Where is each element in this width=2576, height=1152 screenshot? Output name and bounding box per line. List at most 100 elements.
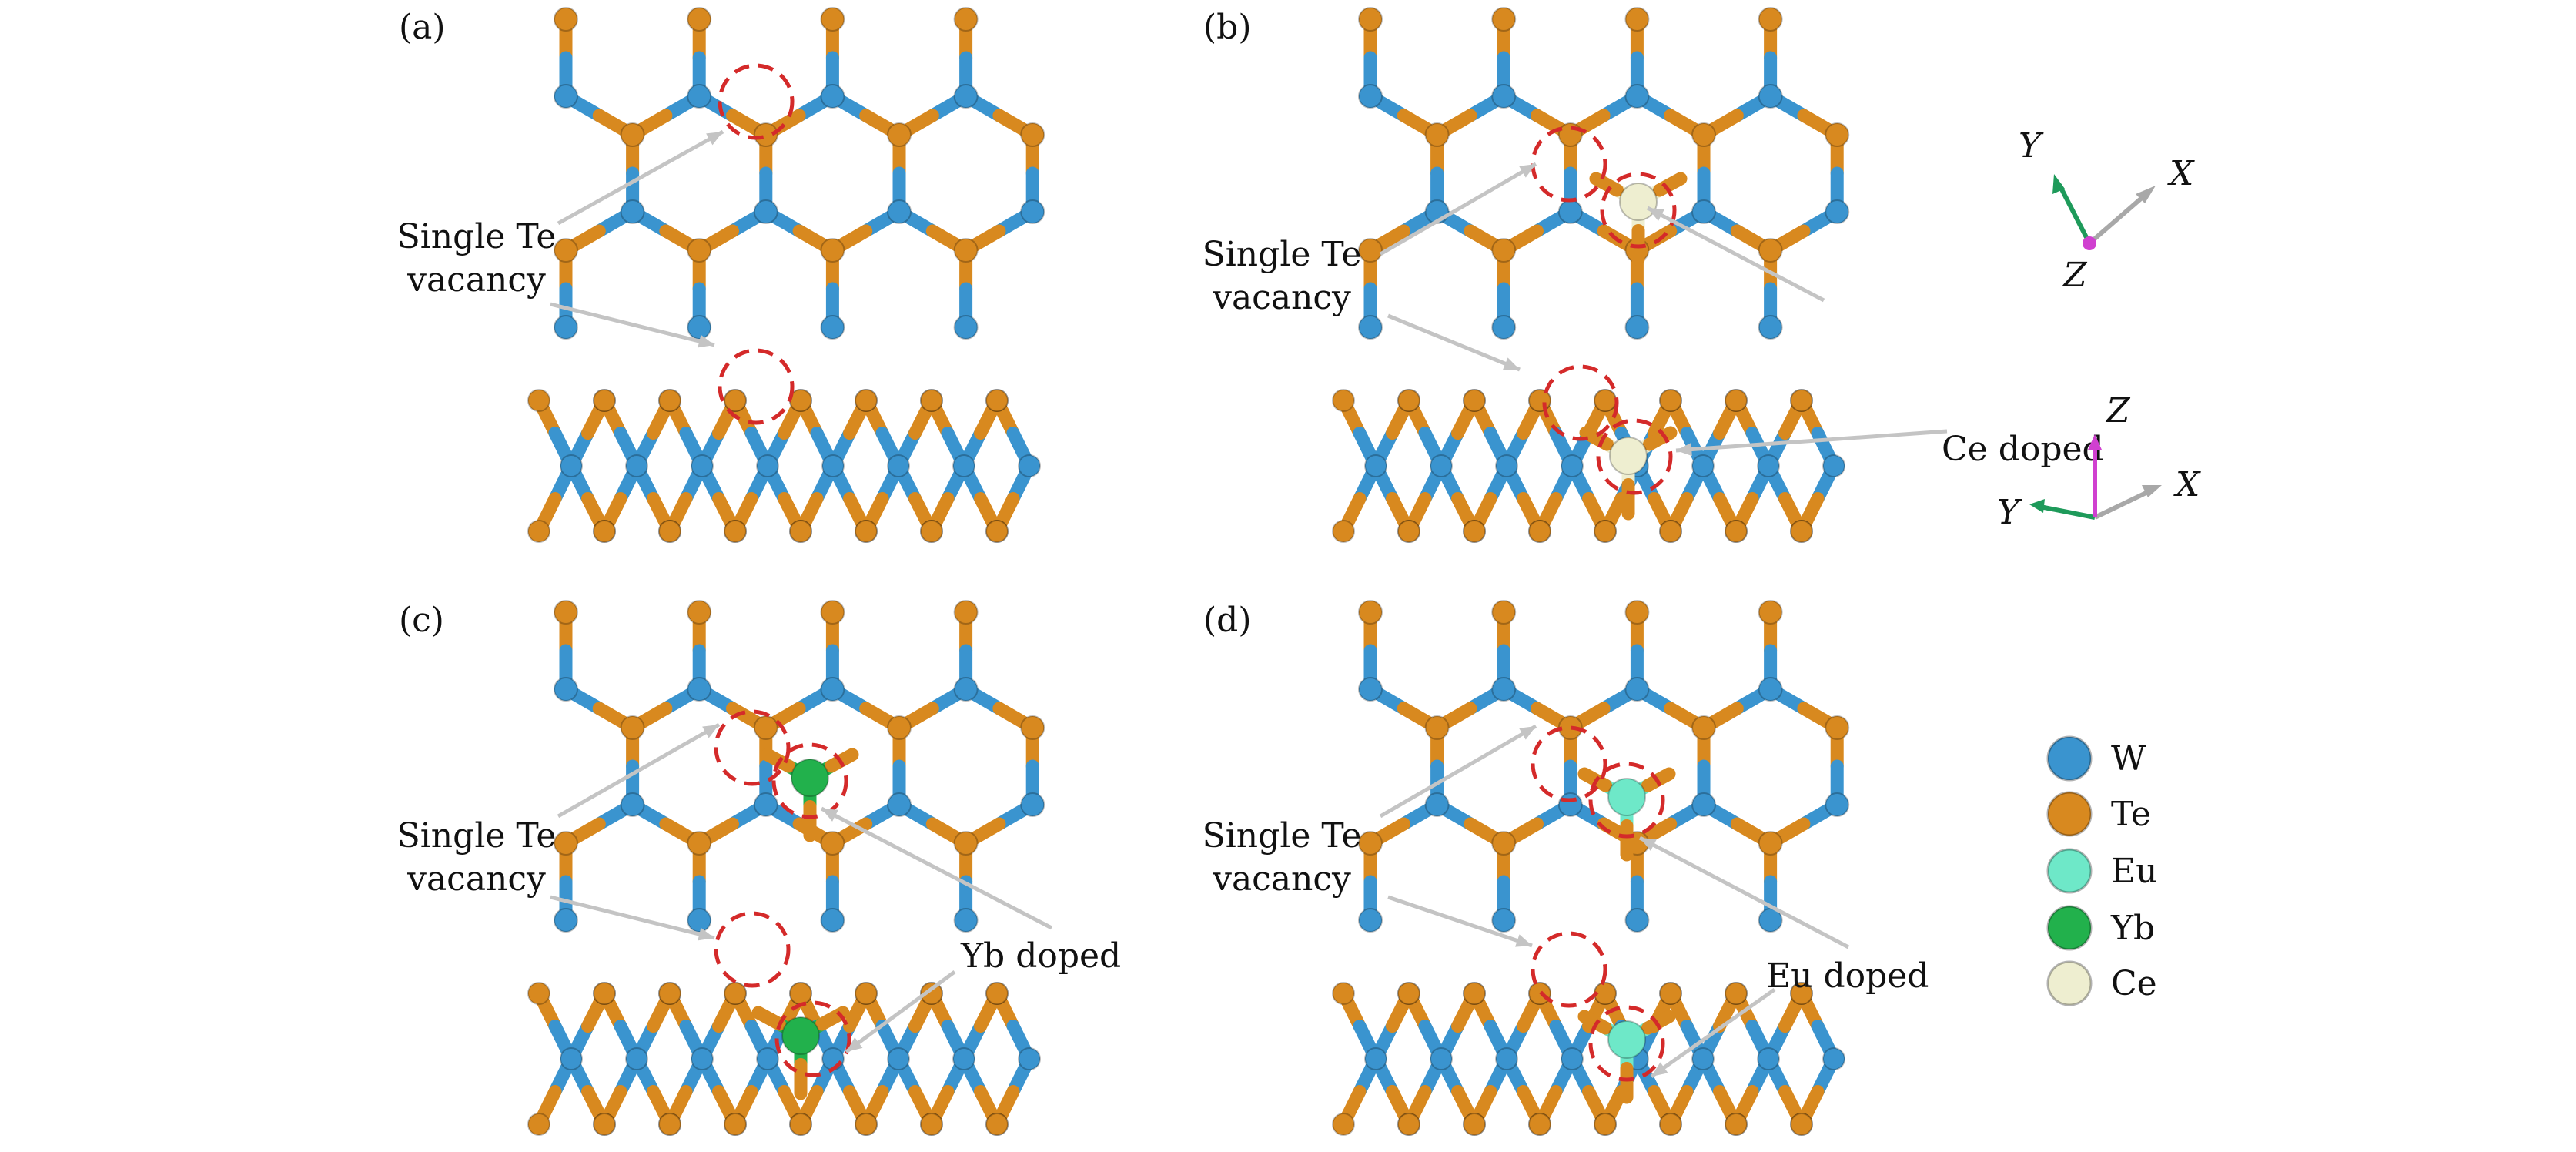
atom-w — [554, 677, 578, 702]
atom-te — [658, 520, 681, 543]
atom-w — [620, 792, 645, 817]
legend-label-w: W — [2111, 739, 2146, 779]
legend-label-ce: Ce — [2111, 964, 2157, 1003]
bond — [1641, 1010, 1676, 1035]
vacancy-marker-circle — [1588, 1005, 1665, 1082]
pointer-arrow — [550, 302, 715, 347]
atom-te — [1825, 715, 1850, 740]
atom-te — [1725, 982, 1748, 1005]
panel-label-d: (d) — [1203, 601, 1252, 640]
arrowhead-icon — [698, 334, 714, 348]
atom-w — [1758, 315, 1783, 340]
atom-te — [753, 715, 778, 740]
atom-te — [1463, 982, 1486, 1005]
atom-te — [1725, 1113, 1748, 1136]
atom-w — [1358, 677, 1383, 702]
atom-te — [658, 389, 681, 412]
atom-te — [920, 1113, 943, 1136]
y-axis-arrow — [2039, 504, 2096, 520]
atom-te — [593, 389, 616, 412]
atom-w — [691, 454, 714, 477]
atom-te — [1491, 600, 1517, 625]
atom-w — [1624, 677, 1650, 702]
atom-te — [554, 600, 578, 625]
atom-te — [1659, 389, 1682, 412]
atom-te — [1332, 520, 1355, 543]
pointer-arrow — [550, 895, 715, 940]
atom-w — [625, 1047, 648, 1070]
atom-te — [1725, 520, 1748, 543]
atom-te — [953, 7, 979, 32]
atom-te — [1528, 1113, 1551, 1136]
vacancy-marker-circle — [1596, 418, 1673, 495]
atom-te — [855, 520, 878, 543]
atom-w — [756, 454, 779, 477]
pointer-arrow — [1379, 162, 1537, 256]
atom-yb — [781, 1016, 820, 1055]
vacancy-marker-circle — [718, 63, 795, 140]
atom-w — [1624, 908, 1650, 933]
atom-te — [1424, 122, 1450, 147]
pointer-arrow — [1646, 206, 1825, 303]
atom-te — [687, 600, 712, 625]
atom-w — [753, 792, 778, 817]
pointer-arrow — [1387, 895, 1533, 948]
side-view-lattice — [1332, 982, 1845, 1136]
dopant-label-yb: Yb doped — [960, 936, 1121, 976]
side-view-lattice — [527, 389, 1041, 543]
legend-swatch-w — [2046, 735, 2093, 782]
atom-te — [527, 1113, 550, 1136]
legend-swatch-yb — [2046, 905, 2093, 951]
atom-w — [1495, 1047, 1518, 1070]
atom-te — [1594, 1113, 1617, 1136]
z-axis-point — [2083, 236, 2096, 250]
atom-te — [920, 982, 943, 1005]
pointer-arrow — [820, 806, 1053, 930]
bond — [1577, 1010, 1612, 1035]
arrowhead-icon — [1503, 357, 1520, 370]
atom-te — [1758, 238, 1783, 263]
atom-te — [1491, 238, 1517, 263]
atom-w — [1430, 454, 1453, 477]
atom-w — [1020, 199, 1045, 224]
atom-te — [1332, 1113, 1355, 1136]
x-arrowhead-icon — [2136, 186, 2156, 203]
dopant-eu — [1577, 767, 1676, 1104]
atom-te — [1397, 520, 1420, 543]
atom-te — [593, 982, 616, 1005]
pointer-arrow — [1638, 836, 1850, 949]
atom-te — [855, 389, 878, 412]
dopant-label-ce: Ce doped — [1942, 430, 2104, 469]
vacancy-marker-circle — [718, 348, 795, 425]
atom-te — [527, 520, 550, 543]
vacancy-label-line2: vacancy — [406, 260, 546, 300]
atom-w — [687, 315, 712, 340]
atom-w — [1825, 792, 1850, 817]
legend-label-yb: Yb — [2110, 909, 2155, 948]
atom-te — [1528, 520, 1551, 543]
atom-w — [1561, 454, 1584, 477]
atom-te — [1594, 389, 1617, 412]
vacancy-marker-circle — [1542, 364, 1619, 441]
atom-w — [1758, 677, 1783, 702]
atom-w — [1491, 908, 1517, 933]
arrowhead-icon — [702, 725, 719, 738]
atom-w — [1020, 792, 1045, 817]
arrowhead-icon — [1515, 934, 1532, 947]
legend-label-eu: Eu — [2111, 852, 2157, 891]
arrowhead-icon — [1648, 208, 1664, 221]
atom-te — [1624, 7, 1650, 32]
atom-te — [1332, 982, 1355, 1005]
top-view-lattice — [554, 600, 1045, 933]
pointer-arrow — [557, 722, 721, 819]
atom-w — [554, 908, 578, 933]
arrowhead-icon — [846, 1037, 863, 1052]
atom-w — [1822, 1047, 1845, 1070]
atom-w — [1491, 84, 1517, 109]
atom-te — [1463, 520, 1486, 543]
atom-te — [1790, 389, 1813, 412]
atom-te — [985, 520, 1009, 543]
atom-te — [1790, 520, 1813, 543]
axes-side-view: X Y Z — [1997, 391, 2201, 532]
